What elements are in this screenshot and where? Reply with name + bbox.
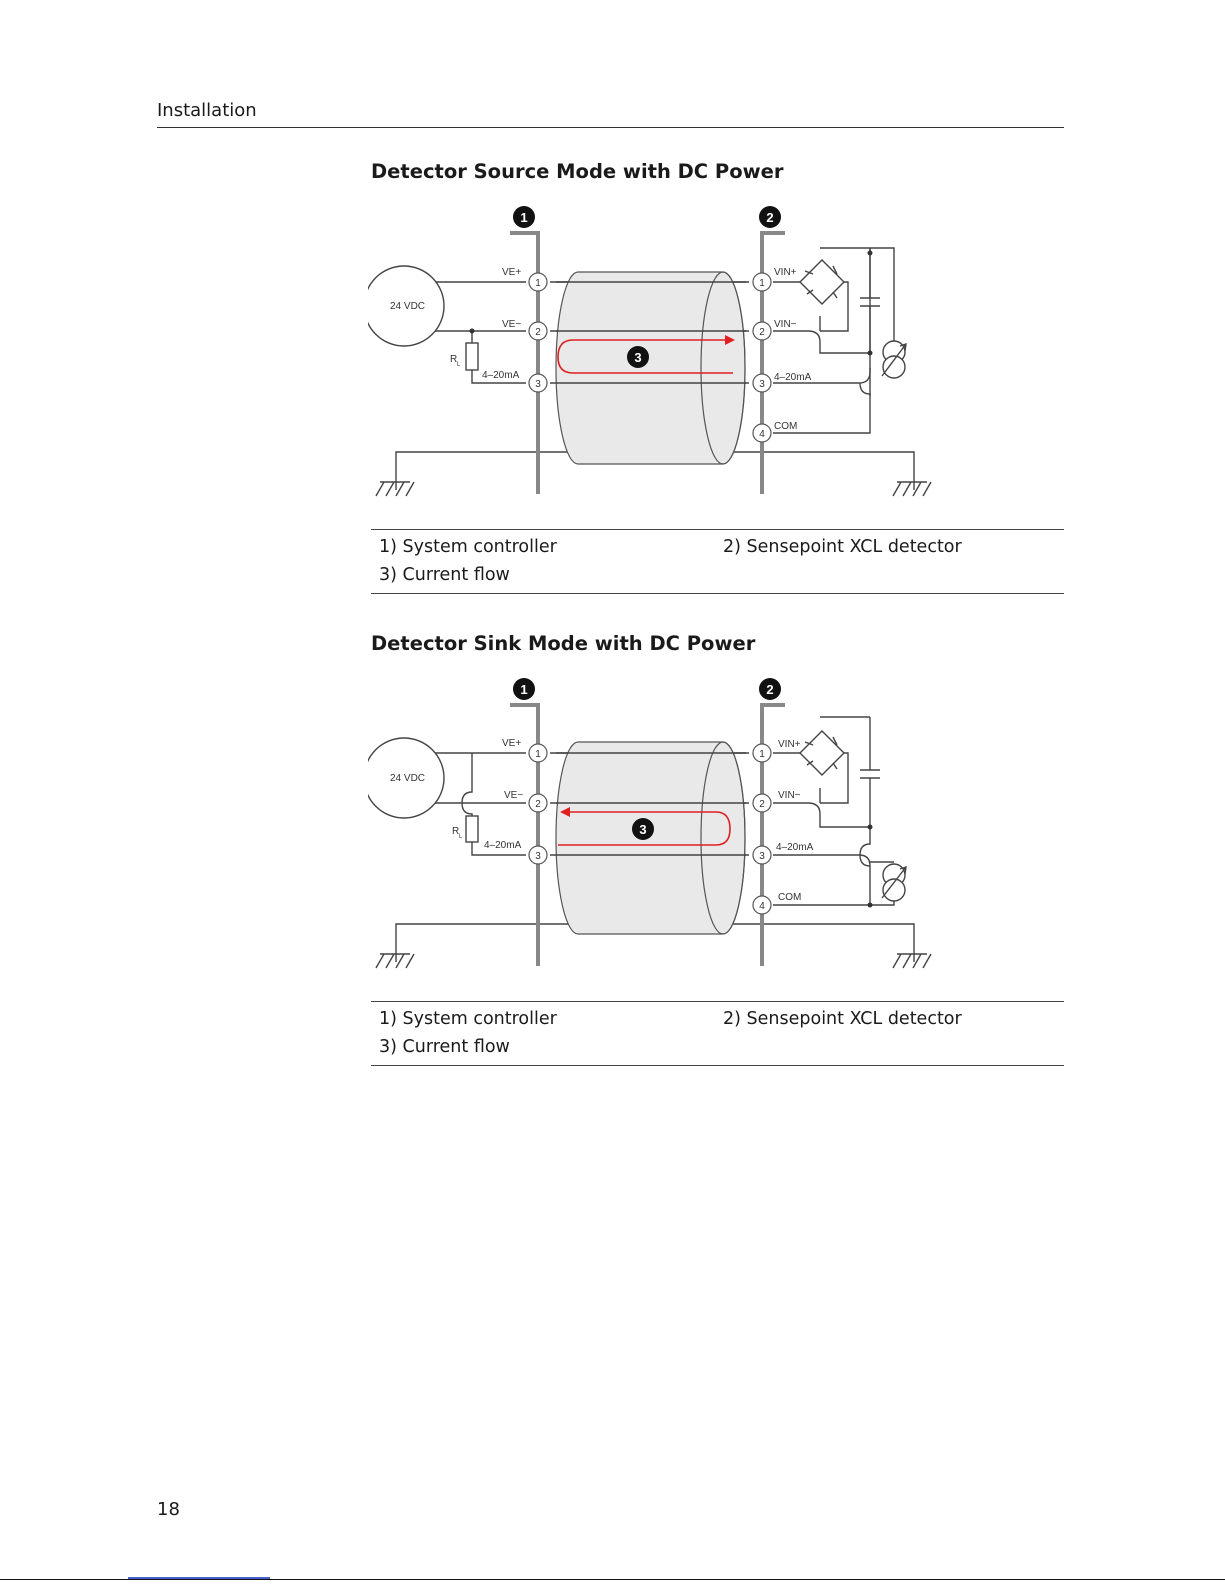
right-4-20ma-label: 4–20mA xyxy=(774,372,812,383)
right-terminal-1-number: 1 xyxy=(759,278,765,289)
legend-item-detector: 2) Sensepoint XCL detector xyxy=(723,537,962,557)
right-4-20ma-label: 4–20mA xyxy=(776,842,814,853)
figure-2-title: Detector Sink Mode with DC Power xyxy=(371,632,756,655)
bottom-rule xyxy=(0,1579,1225,1580)
vin-plus-label: VIN+ xyxy=(778,739,801,750)
left-terminal-1-number: 1 xyxy=(535,749,541,760)
vin-minus-label: VIN− xyxy=(774,319,797,330)
com-label: COM xyxy=(774,421,797,432)
supply-label: 24 VDC xyxy=(390,301,425,312)
callout-1: 1 xyxy=(520,682,527,697)
ve-plus-label: VE+ xyxy=(502,738,521,749)
running-header: Installation xyxy=(157,100,257,121)
right-terminal-2-number: 2 xyxy=(759,799,765,810)
right-terminal-3-number: 3 xyxy=(759,379,765,390)
bottom-link-underline[interactable] xyxy=(128,1577,270,1579)
callout-2: 2 xyxy=(766,210,773,225)
left-terminal-2-number: 2 xyxy=(535,327,541,338)
callout-3: 3 xyxy=(639,822,646,837)
page-number: 18 xyxy=(157,1499,180,1520)
callout-1: 1 xyxy=(520,210,527,225)
figure-1-legend: 1) System controller 2) Sensepoint XCL d… xyxy=(371,529,1064,594)
right-terminal-4-number: 4 xyxy=(759,901,765,912)
legend-item-current-flow: 3) Current flow xyxy=(379,1037,510,1057)
figure-1-title: Detector Source Mode with DC Power xyxy=(371,160,784,183)
left-4-20ma-label: 4–20mA xyxy=(482,370,520,381)
left-4-20ma-label: 4–20mA xyxy=(484,840,522,851)
legend-item-system-controller: 1) System controller xyxy=(379,537,557,557)
callout-3: 3 xyxy=(634,350,641,365)
supply-label: 24 VDC xyxy=(390,773,425,784)
vin-minus-label: VIN− xyxy=(778,790,801,801)
resistor-sub-label: L xyxy=(457,362,461,368)
vin-plus-label: VIN+ xyxy=(774,267,797,278)
source-mode-svg: 1 2 3 1 2 3 1 2 3 4 24 VDC VE+ VE− 4–20m… xyxy=(363,206,932,497)
header-rule xyxy=(157,127,1064,128)
com-label: COM xyxy=(778,892,801,903)
left-terminal-1-number: 1 xyxy=(535,278,541,289)
legend-item-current-flow: 3) Current flow xyxy=(379,565,510,585)
sink-mode-svg: 1 2 3 1 2 3 1 2 3 4 24 VDC VE+ VE− 4–20m… xyxy=(363,678,932,969)
ve-plus-label: VE+ xyxy=(502,267,521,278)
right-terminal-1-number: 1 xyxy=(759,749,765,760)
right-terminal-2-number: 2 xyxy=(759,327,765,338)
left-terminal-3-number: 3 xyxy=(535,851,541,862)
callout-2: 2 xyxy=(766,682,773,697)
source-mode-wiring-diagram: 1 2 3 1 2 3 1 2 3 4 24 VDC VE+ VE− 4–20m… xyxy=(363,200,948,510)
left-terminal-2-number: 2 xyxy=(535,799,541,810)
figure-2-legend: 1) System controller 2) Sensepoint XCL d… xyxy=(371,1001,1064,1066)
resistor-label: R xyxy=(452,826,459,837)
legend-item-detector: 2) Sensepoint XCL detector xyxy=(723,1009,962,1029)
left-terminal-3-number: 3 xyxy=(535,379,541,390)
sink-mode-wiring-diagram: 1 2 3 1 2 3 1 2 3 4 24 VDC VE+ VE− 4–20m… xyxy=(363,672,948,982)
ve-minus-label: VE− xyxy=(504,790,523,801)
right-terminal-4-number: 4 xyxy=(759,429,765,440)
resistor-label: R xyxy=(450,354,457,365)
right-terminal-3-number: 3 xyxy=(759,851,765,862)
resistor-sub-label: L xyxy=(459,834,463,840)
ve-minus-label: VE− xyxy=(502,319,521,330)
legend-item-system-controller: 1) System controller xyxy=(379,1009,557,1029)
